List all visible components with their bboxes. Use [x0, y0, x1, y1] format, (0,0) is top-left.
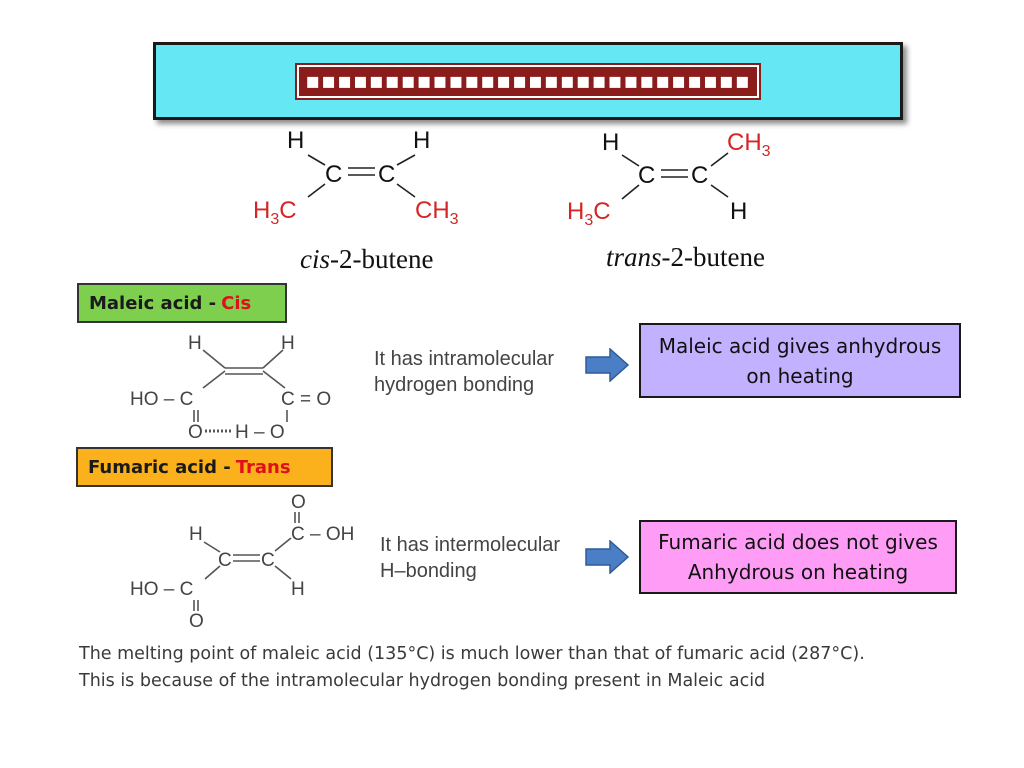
- maleic-label-text: Maleic acid -: [89, 292, 217, 314]
- fumaric-note: It has intermolecular H–bonding: [380, 532, 560, 584]
- maleic-acid-structure: H H HO – C C = O O H – O: [130, 333, 331, 443]
- maleic-note-line1: It has intramolecular: [374, 348, 555, 370]
- fumaric-h-right: H: [291, 579, 305, 600]
- maleic-result-line1: Maleic acid gives anhydrous: [658, 333, 942, 358]
- fumaric-c-oh: C – OH: [291, 524, 354, 545]
- trans-carbon-2: C: [691, 162, 708, 189]
- fumaric-label-accent: Trans: [235, 456, 291, 478]
- footer-explanation: The melting point of maleic acid (135°C)…: [79, 641, 979, 695]
- cis-carbon-1: C: [325, 161, 342, 188]
- trans-2-butene-structure: H C C H CH3 H3C: [567, 129, 771, 229]
- maleic-ho-c: HO – C: [130, 389, 193, 410]
- fumaric-ho-c: HO – C: [130, 579, 193, 600]
- maleic-h-left: H: [188, 333, 202, 354]
- right-arrow-icon: [585, 348, 629, 382]
- fumaric-result-line1: Fumaric acid does not gives: [658, 530, 938, 554]
- cis-methyl-left: H3C: [253, 197, 297, 228]
- maleic-label-accent: Cis: [221, 292, 252, 314]
- maleic-result-line2: on heating: [746, 363, 854, 388]
- fumaric-note-line2: H–bonding: [380, 560, 477, 582]
- trans-h-bottom-right: H: [730, 198, 747, 225]
- maleic-note-line2: hydrogen bonding: [374, 374, 535, 396]
- fumaric-note-line1: It has intermolecular: [380, 534, 561, 556]
- cis-2-butene-structure: H H C C H3C CH3: [253, 127, 459, 228]
- maleic-c-double-o: C = O: [281, 389, 331, 410]
- fumaric-carbon-1: C: [218, 550, 232, 571]
- trans-carbon-1: C: [638, 162, 655, 189]
- fumaric-carbon-2: C: [261, 550, 275, 571]
- fumaric-o-bottom: O: [189, 611, 204, 632]
- maleic-acid-label: Maleic acid - Cis: [77, 283, 287, 323]
- slide-title: ▪▪▪▪▪▪▪▪▪▪▪▪▪▪▪▪▪▪▪▪▪▪▪▪▪▪▪▪: [295, 62, 761, 100]
- fumaric-h-left: H: [189, 524, 203, 545]
- cis-caption: cis-2-butene: [300, 244, 434, 274]
- maleic-h-o: H – O: [235, 422, 285, 443]
- footer-line1: The melting point of maleic acid (135°C)…: [79, 644, 865, 664]
- cis-carbon-2: C: [378, 161, 395, 188]
- trans-methyl-top-right: CH3: [727, 129, 771, 160]
- fumaric-result-line2: Anhydrous on heating: [687, 560, 909, 584]
- maleic-note: It has intramolecular hydrogen bonding: [374, 346, 554, 398]
- maleic-result-box: Maleic acid gives anhydrous on heating: [639, 323, 961, 398]
- cis-methyl-right: CH3: [415, 197, 459, 228]
- footer-line2: This is because of the intramolecular hy…: [79, 671, 766, 691]
- fumaric-o-top: O: [291, 492, 306, 513]
- maleic-h-right: H: [281, 333, 295, 354]
- fumaric-acid-label: Fumaric acid - Trans: [76, 447, 333, 487]
- fumaric-label-text: Fumaric acid -: [88, 456, 231, 478]
- fumaric-acid-structure: O C – OH H C C H HO – C O: [130, 492, 354, 632]
- fumaric-result-box: Fumaric acid does not gives Anhydrous on…: [639, 520, 957, 594]
- maleic-o-bottom: O: [188, 422, 203, 443]
- cis-h-top-left: H: [287, 127, 304, 154]
- title-banner: ▪▪▪▪▪▪▪▪▪▪▪▪▪▪▪▪▪▪▪▪▪▪▪▪▪▪▪▪: [153, 42, 903, 120]
- trans-h-top-left: H: [602, 129, 619, 156]
- trans-methyl-left: H3C: [567, 198, 611, 229]
- trans-caption: trans-2-butene: [606, 242, 765, 272]
- cis-h-top-right: H: [413, 127, 430, 154]
- right-arrow-icon: [585, 540, 629, 574]
